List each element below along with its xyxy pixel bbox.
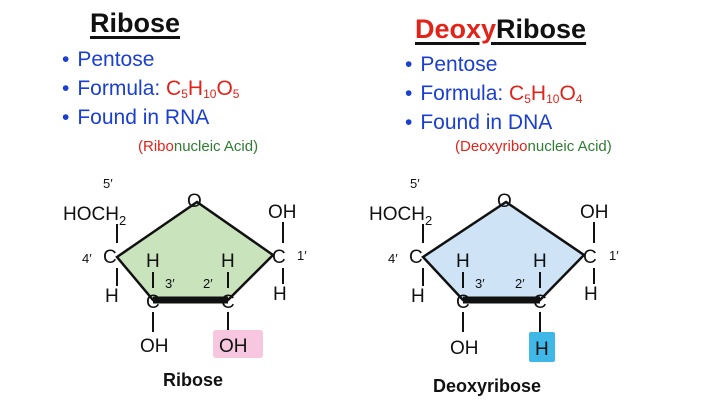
hoch2-subscript: 2 [119,213,126,228]
acid-prefix: Ribo [143,138,174,155]
c2-carbon: C [533,292,547,313]
c2-h-up: H [221,251,235,272]
c5-label: 5′ [103,176,113,191]
deoxyribonucleic-acid-label: (Deoxyribonucleic Acid) [455,138,612,155]
hoch2-text: HOCH [369,204,425,225]
deoxyribose-ring [421,200,586,302]
formula-label: Formula: [77,77,167,100]
ribose-bullet-formula: Formula: C5H10O5 [62,74,239,103]
formula-o: O [216,77,233,100]
c1-carbon: C [583,247,597,268]
c4-h-down: H [411,286,425,307]
formula-h: H [530,82,547,105]
deoxyribose-bullet-pentose: Pentose [405,50,582,79]
acid-prefix: Deoxyribo [460,138,528,155]
formula-c-sub: 5 [524,92,531,106]
hoch2-label: HOCH2 [63,204,126,228]
c2-number: 2′ [203,276,213,291]
hoch2-text: HOCH [63,204,119,225]
c4-carbon: C [103,247,117,268]
ribose-bullet-found: Found in RNA [62,103,239,132]
ribose-bullets: Pentose Formula: C5H10O5 Found in RNA [62,45,239,132]
c2-h-highlighted: H [535,339,549,360]
c4-carbon: C [409,247,423,268]
deoxyribose-ring-structure: 5′ HOCH2 O OH 4′ C C 1′ H H 3′ 2′ H C C … [369,176,619,396]
c3-oh: OH [450,338,479,359]
c3-carbon: C [146,292,160,313]
formula-c: C [166,77,182,100]
c4-h-down: H [105,286,119,307]
ribose-bullet-pentose: Pentose [62,45,239,74]
ring-oxygen: O [187,191,202,212]
ribonucleic-acid-label: (Ribonucleic Acid) [138,138,258,155]
deoxyribose-bullet-formula: Formula: C5H10O4 [405,79,582,108]
c3-h-up: H [456,251,470,272]
c2-h-up: H [533,251,547,272]
formula-label: Formula: [420,82,510,105]
formula-o: O [559,82,576,105]
acid-open-paren: ( [138,138,143,155]
ribose-ring [115,200,275,302]
formula-h-sub: 10 [546,92,560,106]
c5-label: 5′ [410,176,420,191]
deoxyribose-panel: DeoxyRibose Pentose Formula: C5H10O4 Fou… [360,0,720,404]
c1-number: 1′ [297,248,307,263]
c1-carbon: C [272,247,286,268]
formula-h-sub: 10 [203,87,217,101]
oh-highlight [213,330,263,358]
deoxyribose-bullets: Pentose Formula: C5H10O4 Found in DNA [405,50,582,137]
hoch2-label: HOCH2 [369,204,432,228]
ribose-caption: Ribose [163,370,223,390]
title-rest: Ribose [496,14,587,44]
c3-oh: OH [140,336,169,357]
c1-h-down: H [584,284,598,305]
deoxyribose-formula: C5H10O4 [509,82,583,106]
ring-oxygen: O [497,191,512,212]
c1-number: 1′ [609,248,619,263]
acid-suffix: nucleic Acid) [527,138,612,155]
c4-number: 4′ [388,251,398,266]
ribose-ring-structure: 5′ HOCH2 O OH 4′ C C 1′ H H 3′ 2′ H C C … [63,176,307,390]
ribose-title: Ribose [90,8,181,38]
formula-o-sub: 5 [232,87,240,101]
c3-carbon: C [456,292,470,313]
deoxyribose-title: DeoxyRibose [415,14,586,45]
formula-c-sub: 5 [181,87,188,101]
c1-oh-label: OH [580,202,609,223]
formula-h: H [187,77,204,100]
hoch2-subscript: 2 [425,213,432,228]
deoxyribose-bullet-found: Found in DNA [405,108,582,137]
ribose-panel: Ribose Pentose Formula: C5H10O5 Found in… [0,0,360,404]
c2-oh-highlighted: OH [219,336,248,357]
ribose-formula: C5H10O5 [166,77,240,101]
deoxyribose-caption: Deoxyribose [433,376,541,396]
c3-number: 3′ [165,276,175,291]
c4-number: 4′ [82,251,92,266]
c2-number: 2′ [515,276,525,291]
c3-h-up: H [146,251,160,272]
acid-open-paren: ( [455,138,460,155]
title-accent: Deoxy [415,14,497,44]
formula-o-sub: 4 [575,92,583,106]
h-highlight [529,332,555,362]
c1-oh-label: OH [268,202,297,223]
formula-c: C [509,82,525,105]
acid-suffix: nucleic Acid) [173,138,259,155]
c1-h-down: H [273,284,287,305]
c2-carbon: C [221,292,235,313]
c3-number: 3′ [475,276,485,291]
